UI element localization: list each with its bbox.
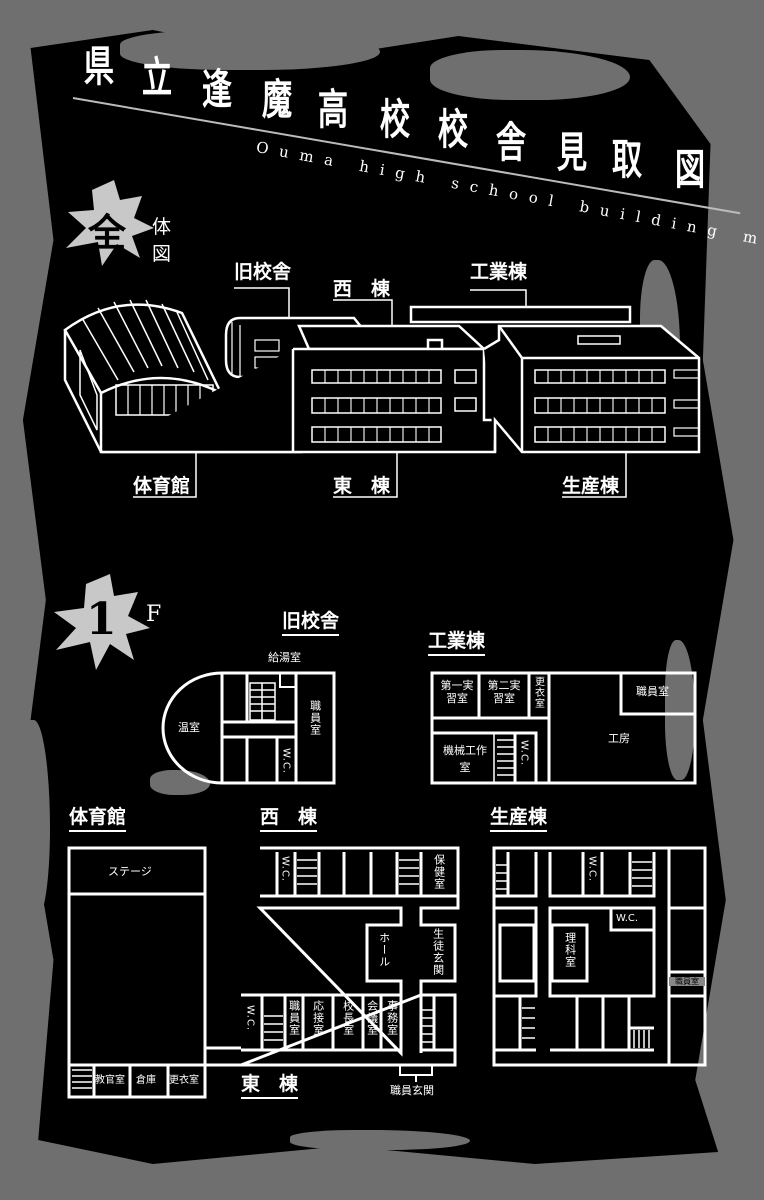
room-storage: 倉庫 [136, 1075, 156, 1086]
production-wing-plan [492, 846, 707, 1067]
room-hall: ホール [377, 932, 391, 968]
room-staff: 職員室 [636, 685, 669, 698]
floor-heading-number: 1 [86, 594, 117, 645]
title-char: 逢 [201, 65, 233, 114]
title-char: 県 [83, 42, 115, 91]
label-production-wing: 生産棟 [562, 475, 620, 497]
overview-section-mark: 全 体図 [62, 178, 171, 268]
ink-splash-icon [54, 574, 150, 670]
ink-splash-icon [66, 180, 154, 266]
title-char: 図 [674, 145, 706, 194]
east-wing-drawing [101, 347, 497, 454]
room-reception: 応接室 [311, 1000, 325, 1036]
room-wc: W.C. [280, 748, 292, 775]
grunge-blot [150, 770, 210, 795]
room-staff: 職員室 [669, 977, 705, 987]
plan-title-old-building: 旧校舎 [282, 612, 340, 636]
grunge-blot [665, 640, 695, 780]
label-old-building: 旧校舎 [234, 261, 292, 283]
room-staff-entrance: 職員玄関 [390, 1084, 434, 1097]
room-science: 理科室 [563, 932, 577, 968]
west-wing-plan [256, 846, 460, 1057]
old-building-plan [161, 671, 336, 785]
plan-title-gymnasium: 体育館 [69, 808, 127, 832]
room-student-entrance: 生徒玄関 [431, 928, 445, 976]
room-principal: 校長室 [341, 1000, 355, 1036]
room-locker: 更衣室 [532, 676, 544, 709]
plan-title-industrial-wing: 工業棟 [428, 632, 486, 656]
room-greenhouse: 温室 [178, 721, 200, 734]
leader-lines [133, 287, 627, 498]
grunge-blot [20, 720, 50, 920]
room-wc: W.C. [279, 856, 291, 883]
room-wc: W.C. [244, 1005, 256, 1032]
title-char: 見 [556, 128, 588, 177]
room-stage: ステージ [108, 865, 152, 878]
title-char: 取 [611, 135, 643, 184]
overview-heading-char: 全 [88, 210, 127, 255]
room-staff: 職員室 [308, 700, 322, 736]
room-instructor: 教官室 [95, 1075, 125, 1086]
title-char: 舎 [495, 118, 527, 167]
label-industrial-wing: 工業棟 [470, 261, 528, 283]
title-char: 校 [379, 95, 411, 144]
floor-section-mark: 1 F [50, 572, 162, 672]
room-wc: W.C. [586, 856, 598, 883]
label-gymnasium: 体育館 [133, 475, 191, 497]
grunge-blot [290, 1130, 470, 1150]
overview-heading: 体図 [152, 216, 172, 265]
room-office: 事務室 [385, 1000, 399, 1036]
industrial-wing-drawing [409, 305, 632, 324]
room-infirmary: 保健室 [432, 854, 446, 890]
gymnasium-plan [67, 846, 241, 1099]
title-char: 立 [141, 53, 173, 102]
room-machine-shop: 機械工作室 [443, 744, 487, 774]
room-staff: 職員室 [287, 1000, 301, 1036]
grunge-blot [120, 30, 380, 70]
floor-heading-unit: F [146, 602, 162, 627]
industrial-wing-plan [430, 671, 697, 785]
plan-title-west-wing: 西 棟 [260, 808, 318, 832]
label-west-wing: 西 棟 [333, 278, 391, 300]
room-kitchenette: 給湯室 [268, 651, 301, 664]
title-char: 校 [437, 105, 469, 154]
grunge-blot [430, 50, 630, 100]
title-char: 魔 [261, 75, 293, 124]
east-wing-plan [240, 993, 457, 1082]
room-practice-1: 第一実習室 [440, 679, 474, 705]
room-workshop: 工房 [608, 732, 630, 745]
room-meeting: 会議室 [365, 1000, 379, 1036]
room-wc: W.C. [616, 913, 639, 924]
room-practice-2: 第二実習室 [487, 679, 521, 705]
room-wc: W.C. [518, 740, 530, 767]
room-locker: 更衣室 [169, 1075, 199, 1086]
title-char: 高 [317, 85, 349, 134]
production-wing-drawing [483, 324, 701, 454]
plan-title-production-wing: 生産棟 [490, 808, 548, 832]
label-east-wing: 東 棟 [333, 475, 391, 497]
plan-title-east-wing: 東 棟 [241, 1075, 299, 1099]
